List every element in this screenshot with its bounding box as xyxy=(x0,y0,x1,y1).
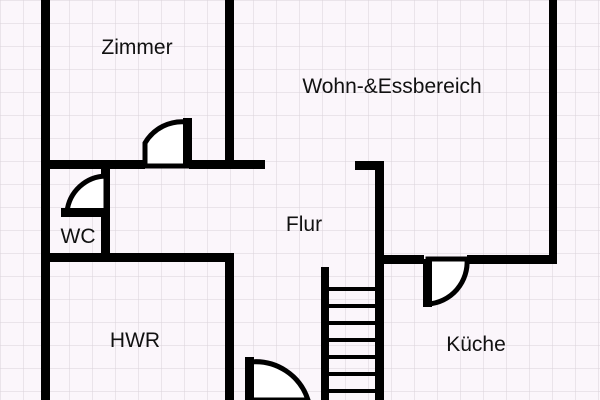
wall-wc-bottom xyxy=(50,253,110,262)
stair-stringer-left xyxy=(321,267,329,400)
door-entrance-swing xyxy=(247,359,311,400)
staircase xyxy=(329,287,375,393)
wall-zimmer-bottom-right xyxy=(189,160,265,169)
door-wc xyxy=(61,173,109,217)
room-label-zimmer: Zimmer xyxy=(101,36,172,59)
wall-zimmer-bottom-left xyxy=(50,160,145,169)
stair-tread xyxy=(329,355,375,359)
stair-tread xyxy=(329,389,375,393)
room-label-kueche: Küche xyxy=(446,333,506,356)
outer-wall-right xyxy=(549,0,557,262)
wall-kueche-top-right xyxy=(467,255,557,264)
wall-hwr-flur xyxy=(225,253,234,400)
outer-wall-left xyxy=(41,0,50,400)
room-label-wc: WC xyxy=(61,225,96,248)
room-label-hwr: HWR xyxy=(110,329,160,352)
door-zimmer xyxy=(142,118,192,169)
door-kueche-swing xyxy=(425,256,470,307)
stair-tread xyxy=(329,338,375,342)
wall-kueche-top-left xyxy=(384,255,424,264)
door-wc-swing xyxy=(64,173,109,215)
door-wc-leaf xyxy=(61,208,106,217)
wall-flur-kueche xyxy=(375,161,384,400)
room-label-flur: Flur xyxy=(286,213,322,236)
door-entrance xyxy=(245,357,311,400)
door-kueche-leaf xyxy=(423,259,432,307)
stair-tread xyxy=(329,321,375,325)
wall-hwr-top xyxy=(101,253,234,262)
stair-tread xyxy=(329,287,375,291)
door-kueche xyxy=(423,256,470,307)
door-zimmer-leaf xyxy=(183,118,192,168)
stair-tread xyxy=(329,372,375,376)
room-label-wohn-essbereich: Wohn-&Essbereich xyxy=(302,75,481,98)
stair-tread xyxy=(329,304,375,308)
door-entrance-leaf xyxy=(245,357,254,400)
wall-flur-top-stub xyxy=(355,161,384,170)
wall-zimmer-wohn xyxy=(225,0,234,163)
